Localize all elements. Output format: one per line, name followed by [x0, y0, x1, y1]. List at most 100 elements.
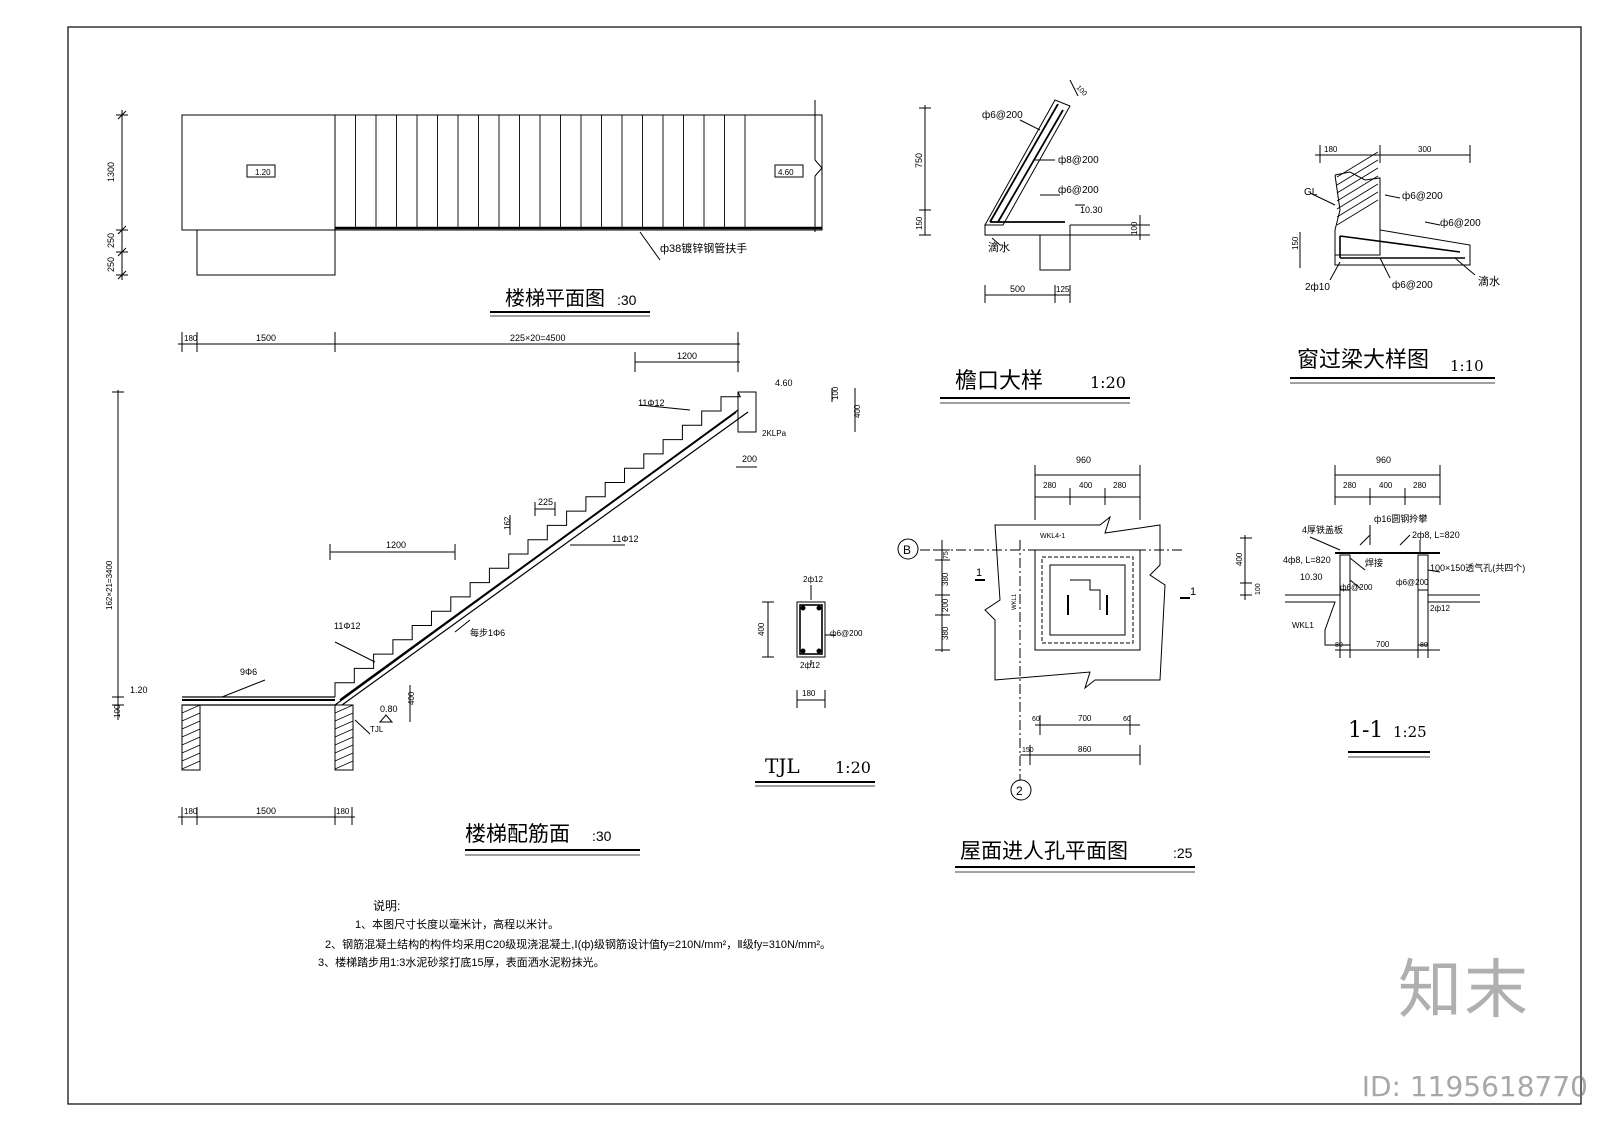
hatch-dim-960: 960 — [1076, 455, 1091, 465]
window-gl: GL — [1304, 187, 1318, 198]
eave-bar1: ф6@200 — [982, 109, 1023, 121]
hatch-cut-right: 1 — [1190, 586, 1196, 598]
rebar-dim-1200-top: 1200 — [677, 351, 697, 361]
rebar-title-block: 楼梯配筋面 :30 — [465, 823, 640, 856]
eave-title-block: 檐口大样 1:20 — [940, 368, 1130, 404]
rebar-title-scale: :30 — [592, 828, 612, 844]
stair-plan — [116, 100, 823, 280]
mid-wall — [334, 704, 354, 771]
section-1-1 — [1240, 465, 1480, 658]
section-title-block: 1-1 1:25 — [1348, 718, 1430, 758]
rebar-dim-beam-w: 200 — [742, 454, 757, 464]
section-bar-c: 2ф12 — [1430, 604, 1450, 613]
notes-line1: 1、本图尺寸长度以毫米计，高程以米计。 — [355, 917, 559, 931]
window-dim-180: 180 — [1324, 145, 1338, 154]
hatch-cut-left: 1 — [976, 567, 982, 579]
window-bar4: 2ф10 — [1305, 281, 1330, 293]
section-dim-80a: 80 — [1335, 642, 1343, 649]
rebar-dim-right-a: 100 — [831, 386, 840, 400]
rebar-tjl-tag: TJL — [370, 725, 384, 734]
tjl-height: 400 — [757, 622, 766, 636]
eave-bar2: ф8@200 — [1058, 154, 1099, 166]
window-title-scale: 1:10 — [1450, 357, 1484, 375]
notes-line2: 2、钢筋混凝土结构的构件均采用C20级现浇混凝土,Ⅰ(ф)级钢筋设计值fy=21… — [325, 937, 831, 951]
rebar-bar-low: 11Φ12 — [334, 621, 361, 631]
plan-level-right: 4.60 — [778, 168, 794, 177]
section-dim-280a: 280 — [1343, 481, 1357, 490]
hatch-dim-280a: 280 — [1043, 481, 1057, 490]
window-dim-300: 300 — [1418, 145, 1432, 154]
rebar-top-dims — [178, 332, 740, 372]
eave-bar3: ф6@200 — [1058, 184, 1099, 196]
hatch-dim-75: 75 — [943, 551, 950, 559]
plan-outline — [181, 114, 823, 231]
window-drip: 滴水 — [1478, 274, 1500, 288]
tjl-section — [762, 585, 835, 708]
rebar-dim-180-right: 180 — [336, 807, 350, 816]
rebar-dim-1500: 1500 — [256, 806, 276, 816]
plan-dim-250a: 250 — [106, 233, 116, 248]
eave-drip: 滴水 — [988, 240, 1010, 254]
rebar-dim-riser: 162 — [503, 516, 512, 530]
rebar-dim-180-top: 180 — [184, 334, 198, 343]
eave-detail — [919, 79, 1150, 303]
eave-title: 檐口大样 — [955, 368, 1043, 393]
plan-level-left: 1.20 — [255, 168, 271, 177]
hatch-plan — [897, 465, 1190, 801]
section-title: 1-1 — [1348, 718, 1383, 743]
eave-dim-750: 750 — [914, 153, 924, 168]
window-bar1: ф6@200 — [1402, 190, 1443, 202]
tjl-top-bar: 2ф12 — [803, 575, 823, 584]
window-dim-150: 150 — [1291, 236, 1300, 250]
section-dim-400: 400 — [1235, 552, 1244, 566]
notes: 说明: 1、本图尺寸长度以毫米计，高程以米计。 2、钢筋混凝土结构的构件均采用C… — [318, 898, 831, 969]
rebar-dim-height: 162×21=3400 — [105, 560, 114, 610]
rebar-level-top: 4.60 — [775, 378, 793, 388]
hatch-dim-60b: 60 — [1123, 716, 1131, 723]
hatch-dim-380b: 380 — [941, 626, 950, 640]
plan-dim-250b: 250 — [106, 257, 116, 272]
hatch-dim-150: 150 — [1022, 747, 1034, 754]
wall-hatch — [181, 704, 354, 770]
notes-heading: 说明: — [373, 898, 400, 913]
section-dim-700: 700 — [1376, 640, 1390, 649]
notes-line3: 3、楼梯踏步用1:3水泥砂浆打底15厚，表面洒水泥粉抹光。 — [318, 955, 605, 969]
rebar-dim-beam-h: 400 — [407, 691, 416, 705]
section-bar-b: 4ф8, L=820 — [1283, 555, 1331, 565]
rebar-bottom-dims — [178, 807, 355, 825]
hatch-dim-380a: 380 — [941, 572, 950, 586]
section-weld: 焊接 — [1365, 557, 1383, 568]
rebar-dim-tread: 225 — [538, 497, 553, 507]
window-beam-detail — [1299, 145, 1476, 281]
hatch-dim-280b: 280 — [1113, 481, 1127, 490]
watermark-logo: 知末 — [1398, 954, 1530, 1028]
eave-dim-150: 150 — [915, 216, 924, 230]
rebar-title: 楼梯配筋面 — [465, 823, 570, 846]
rebar-bar-top: 11Φ12 — [638, 398, 665, 408]
tjl-title: TJL — [765, 754, 800, 778]
axis-b-label: B — [903, 543, 911, 557]
plan-landing-step — [196, 229, 336, 276]
window-title-block: 窗过梁大样图 1:10 — [1290, 347, 1495, 384]
window-title: 窗过梁大样图 — [1297, 347, 1429, 372]
hatch-dim-400: 400 — [1079, 481, 1093, 490]
plan-title-scale: :30 — [617, 292, 637, 308]
section-dim-280b: 280 — [1413, 481, 1427, 490]
section-beam: WKL1 — [1292, 621, 1314, 630]
section-dim-960: 960 — [1376, 455, 1391, 465]
plan-dim-1300: 1300 — [106, 162, 116, 182]
eave-level: 10.30 — [1080, 205, 1103, 215]
window-bar2: ф6@200 — [1440, 217, 1481, 229]
top-beam — [737, 391, 757, 433]
section-plate: 4厚铁盖板 — [1302, 524, 1343, 535]
section-dim-100: 100 — [1255, 583, 1262, 595]
stair-steps — [334, 391, 742, 697]
hatch-beam-tag: WKL4-1 — [1040, 533, 1065, 540]
eave-dim-100: 100 — [1130, 221, 1139, 235]
eave-dim-500: 500 — [1010, 284, 1025, 294]
rebar-dim-1200-mid: 1200 — [386, 540, 406, 550]
plan-title: 楼梯平面图 — [505, 287, 605, 310]
section-title-scale: 1:25 — [1393, 723, 1427, 741]
eave-top-dim: 100 — [1075, 84, 1088, 97]
